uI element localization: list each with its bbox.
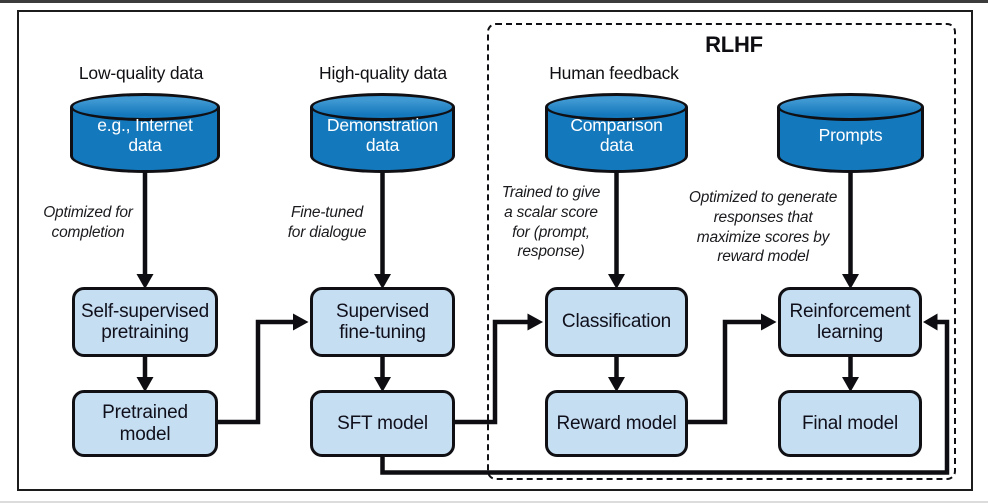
annotation-optimized-maximize-scores: Optimized to generate responses that max… [688, 189, 838, 266]
datastore-prompts: Prompts [777, 93, 924, 173]
connector-sft-model-to-classification [455, 313, 543, 425]
datastore-internet-data: e.g., Internet data [70, 93, 220, 173]
figure-border [17, 10, 973, 491]
box-sft-model: SFT model [310, 390, 455, 457]
datastore-comparison-data: Comparison data [545, 93, 688, 173]
column-header-human-feedback: Human feedback [549, 63, 679, 83]
datastore-label: Comparison data [570, 114, 663, 155]
cylinder-top [310, 93, 455, 121]
box-reward-model: Reward model [545, 390, 688, 457]
datastore-label: Demonstration data [326, 114, 439, 155]
page-bottom-rule [0, 501, 988, 503]
column-header-high-quality-data: High-quality data [319, 63, 447, 83]
connector-prompts-to-reinforcement-learning [842, 158, 859, 289]
connector-sft-to-sft-model [374, 357, 391, 392]
cylinder-top [70, 93, 220, 121]
annotation-fine-tuned-for-dialogue: Fine-tuned for dialogue [287, 204, 367, 241]
datastore-demonstration-data: Demonstration data [310, 93, 455, 173]
datastore-label: Prompts [818, 124, 883, 145]
rlhf-dashed-region [487, 23, 956, 480]
annotation-trained-scalar-score: Trained to give a scalar score for (prom… [501, 184, 601, 261]
box-pretrained-model: Pretrained model [72, 390, 218, 457]
connector-demonstration-data-to-sft [374, 158, 391, 289]
connector-comparison-data-to-classification [608, 158, 625, 289]
box-classification: Classification [545, 287, 688, 357]
connector-reinforcement-learning-to-final-model [842, 357, 859, 392]
connector-reward-model-to-reinforcement-learning [688, 313, 777, 425]
box-final-model: Final model [778, 390, 922, 457]
cylinder-top [545, 93, 688, 121]
box-supervised-fine-tuning: Supervised fine-tuning [310, 287, 455, 357]
connector-classification-to-reward-model [608, 357, 625, 392]
column-header-low-quality-data: Low-quality data [78, 63, 204, 83]
box-self-supervised-pretraining: Self-supervised pretraining [72, 287, 218, 357]
cylinder-top [777, 93, 924, 121]
connector-internet-data-to-pretraining [136, 158, 154, 289]
rlhf-label: RLHF [705, 32, 763, 57]
annotation-optimized-for-completion: Optimized for completion [43, 204, 133, 241]
box-reinforcement-learning: Reinforcement learning [778, 287, 922, 357]
page-top-rule [0, 0, 988, 3]
connector-pretraining-to-pretrained-model [136, 357, 154, 392]
datastore-label: e.g., Internet data [97, 114, 193, 155]
connector-sft-model-loop-to-reinforcement-learning [380, 313, 950, 475]
connector-pretrained-model-to-sft [218, 313, 309, 425]
